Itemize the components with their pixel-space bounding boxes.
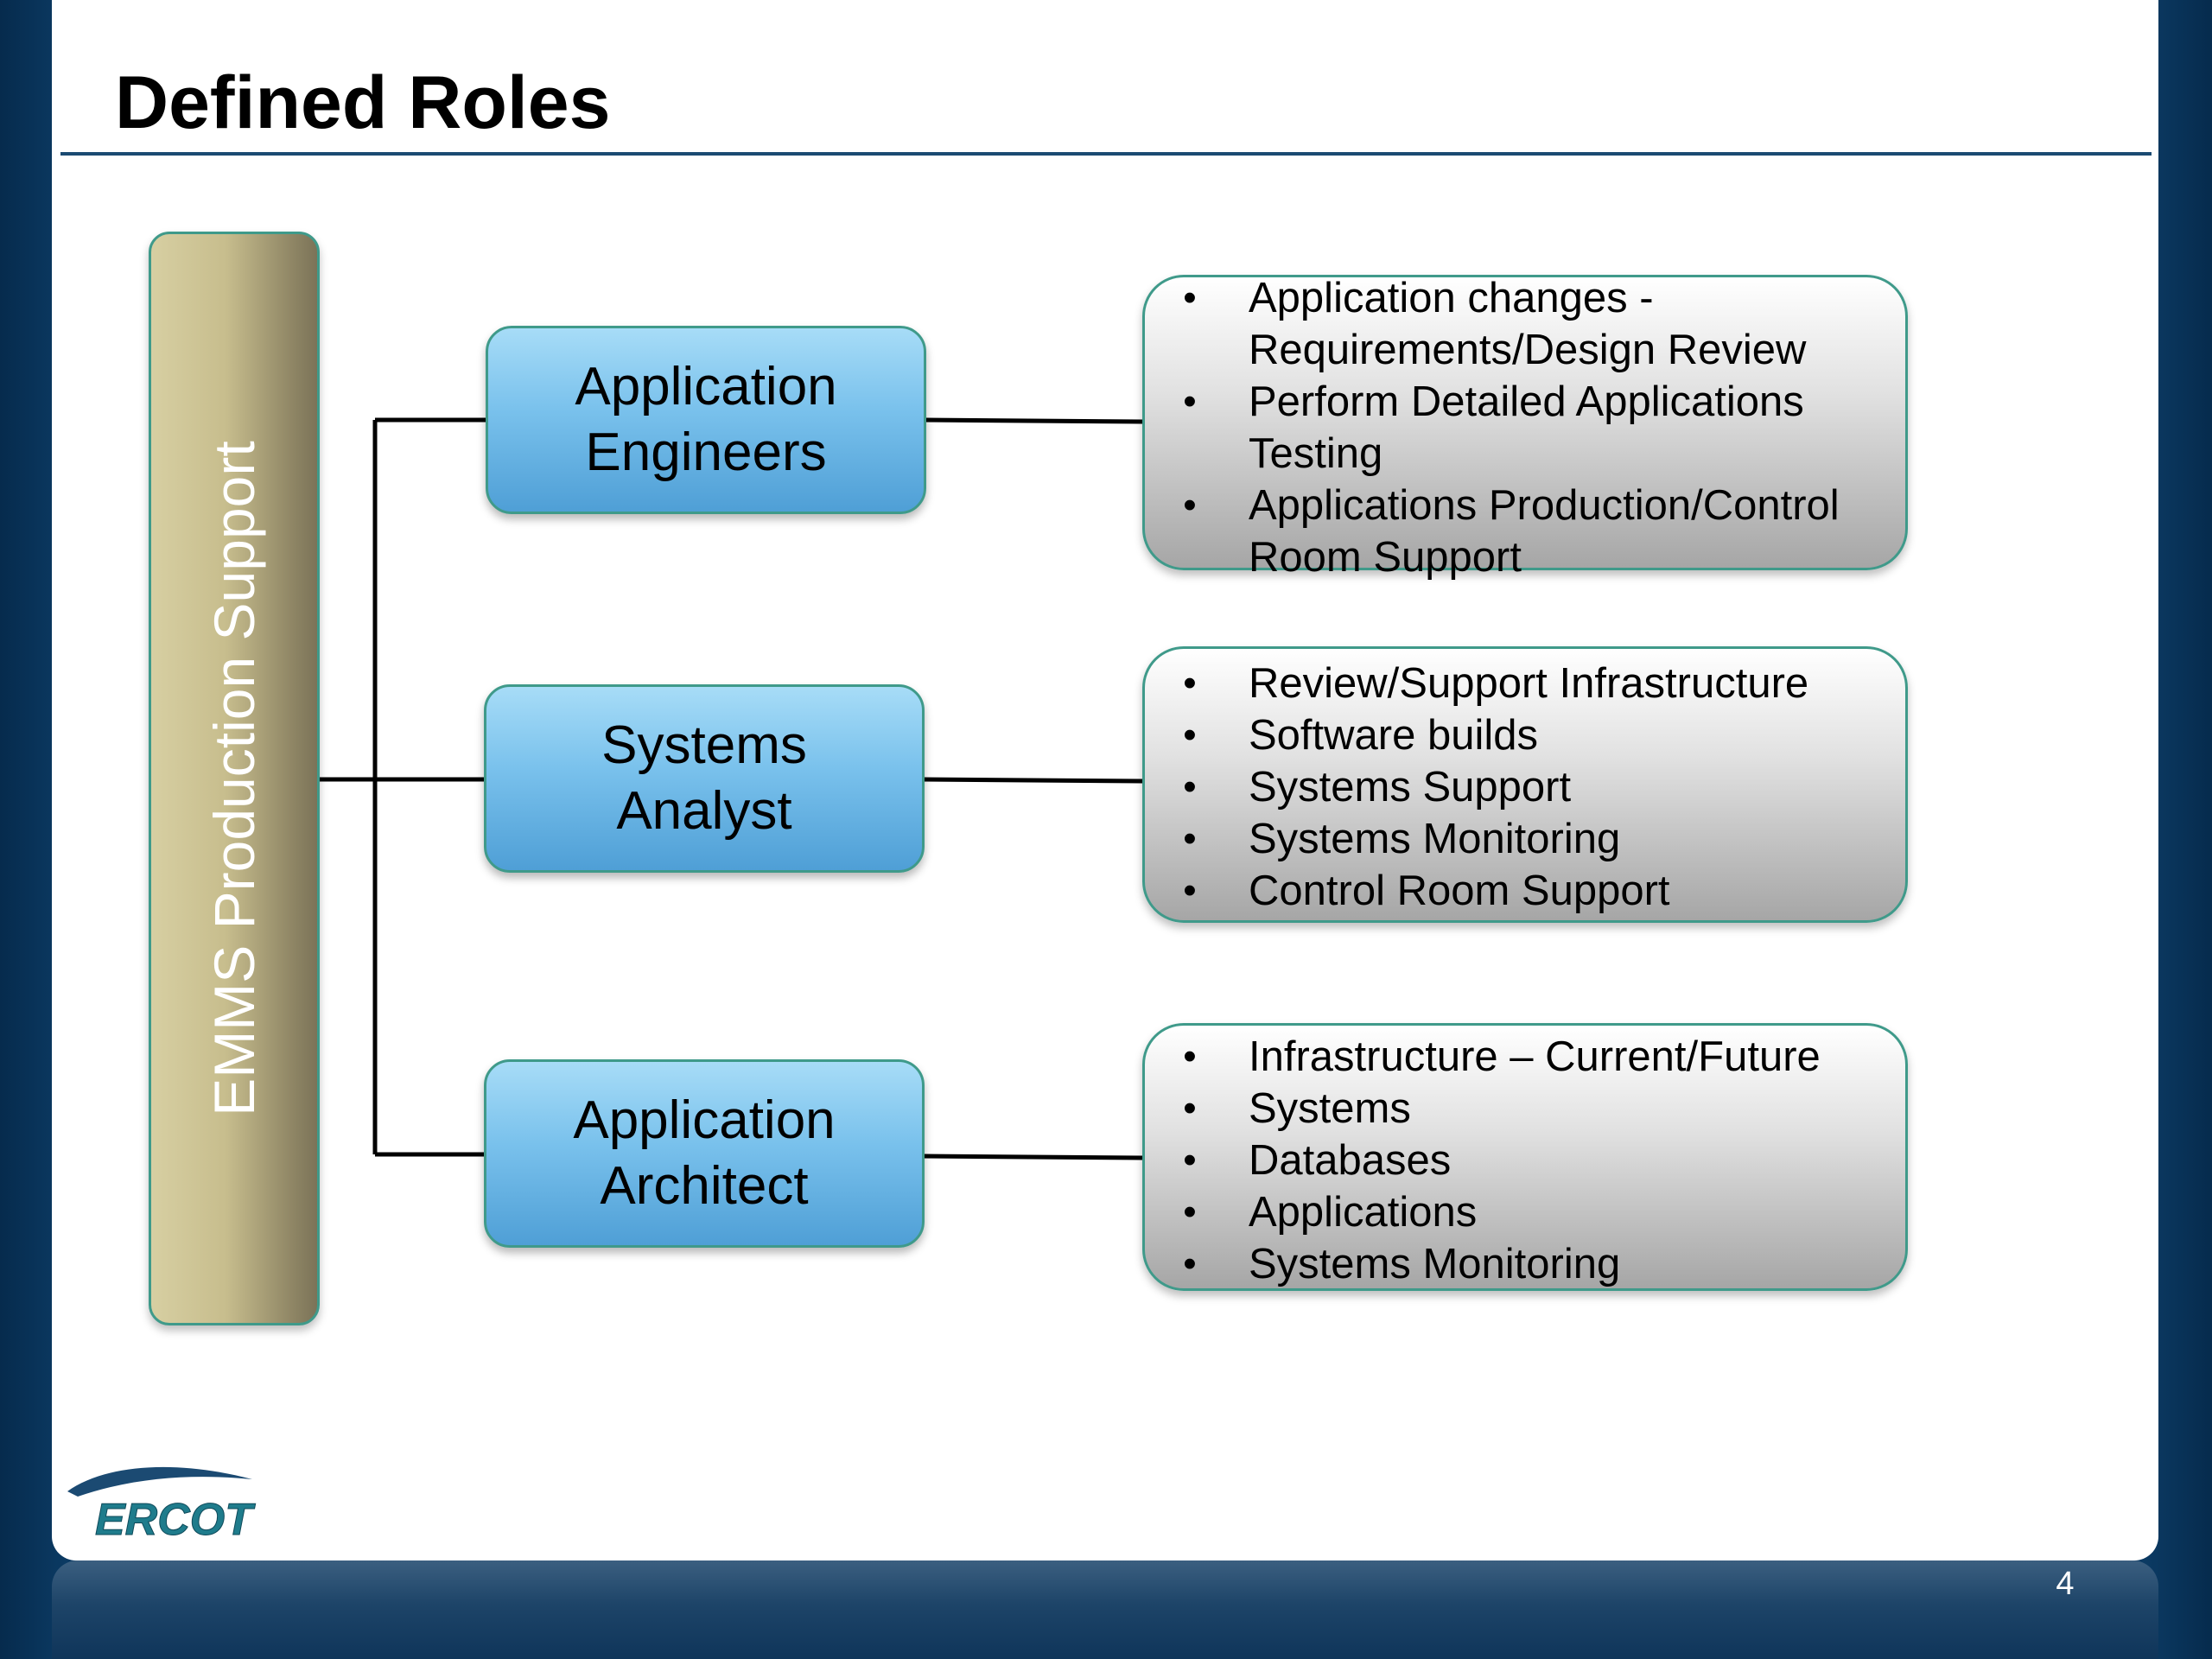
detail-text: Systems Support <box>1249 764 1572 810</box>
detail-box-application-architect: • Infrastructure – Current/Future • System… <box>1142 1023 1908 1291</box>
detail-connector-engineers <box>924 417 1143 424</box>
detail-item: • Systems <box>1179 1083 1888 1135</box>
detail-item: • Systems Monitoring <box>1179 1238 1888 1290</box>
detail-item: • Applications Production/Control Room Su… <box>1179 480 1888 583</box>
detail-item: • Perform Detailed Applications Testing <box>1179 376 1888 480</box>
ercot-logo-icon: ERCOT <box>67 1466 257 1545</box>
detail-connector-architect <box>922 1154 1143 1160</box>
bullet-icon: • <box>1183 1035 1197 1077</box>
detail-connector-analyst <box>922 777 1143 784</box>
detail-box-application-engineers: • Application changes - Requirements/Desi… <box>1142 275 1908 581</box>
detail-item: • Systems Support <box>1179 761 1888 813</box>
detail-text: Control Room Support <box>1249 868 1670 914</box>
detail-text: Review/Support Infrastructure <box>1249 660 1809 707</box>
role-box-application-engineers: Application Engineers <box>486 326 926 514</box>
bullet-icon: • <box>1183 276 1197 319</box>
bullet-icon: • <box>1183 1087 1197 1129</box>
page-number: 4 <box>2056 1566 2075 1602</box>
slide-title: Defined Roles <box>115 61 611 144</box>
detail-text: Application changes - Requirements/Desig… <box>1249 275 1807 373</box>
role-label: Systems Analyst <box>601 715 807 841</box>
footer-bar <box>52 1560 2158 1659</box>
detail-item: • Application changes - Requirements/Desi… <box>1179 272 1888 376</box>
detail-list: • Infrastructure – Current/Future • System… <box>1179 1031 1888 1290</box>
bullet-icon: • <box>1183 766 1197 808</box>
logo-swoosh <box>67 1466 252 1497</box>
role-box-systems-analyst: Systems Analyst <box>484 684 925 873</box>
bullet-icon: • <box>1183 817 1197 860</box>
detail-item: • Review/Support Infrastructure <box>1179 658 1888 709</box>
role-box-application-architect: Application Architect <box>484 1059 925 1248</box>
detail-list: • Review/Support Infrastructure • Software… <box>1179 658 1888 917</box>
detail-text: Infrastructure – Current/Future <box>1249 1033 1821 1080</box>
detail-text: Systems <box>1249 1085 1411 1132</box>
bullet-icon: • <box>1183 869 1197 912</box>
detail-item: • Control Room Support <box>1179 865 1888 917</box>
detail-text: Applications <box>1249 1189 1478 1236</box>
detail-box-systems-analyst: • Review/Support Infrastructure • Software… <box>1142 646 1908 923</box>
detail-text: Applications Production/Control Room Sup… <box>1249 482 1840 581</box>
title-divider <box>60 152 2152 156</box>
detail-item: • Software builds <box>1179 709 1888 761</box>
detail-item: • Applications <box>1179 1186 1888 1238</box>
logo-text: ERCOT <box>95 1495 256 1545</box>
detail-item: • Databases <box>1179 1135 1888 1186</box>
detail-text: Databases <box>1249 1137 1452 1184</box>
detail-text: Software builds <box>1249 712 1539 759</box>
bullet-icon: • <box>1183 380 1197 423</box>
detail-text: Systems Monitoring <box>1249 1241 1621 1287</box>
detail-item: • Infrastructure – Current/Future <box>1179 1031 1888 1083</box>
root-label: EMMS Production Support <box>202 441 266 1116</box>
role-label: Application Architect <box>573 1090 836 1216</box>
bullet-icon: • <box>1183 662 1197 704</box>
detail-item: • Systems Monitoring <box>1179 813 1888 865</box>
bullet-icon: • <box>1183 714 1197 756</box>
bullet-icon: • <box>1183 1243 1197 1285</box>
detail-text: Perform Detailed Applications Testing <box>1249 378 1804 477</box>
bullet-icon: • <box>1183 484 1197 526</box>
bullet-icon: • <box>1183 1191 1197 1233</box>
detail-text: Systems Monitoring <box>1249 816 1621 862</box>
bullet-icon: • <box>1183 1139 1197 1181</box>
detail-list: • Application changes - Requirements/Desi… <box>1179 272 1888 583</box>
root-node: EMMS Production Support <box>149 232 320 1325</box>
role-label: Application Engineers <box>575 357 837 482</box>
